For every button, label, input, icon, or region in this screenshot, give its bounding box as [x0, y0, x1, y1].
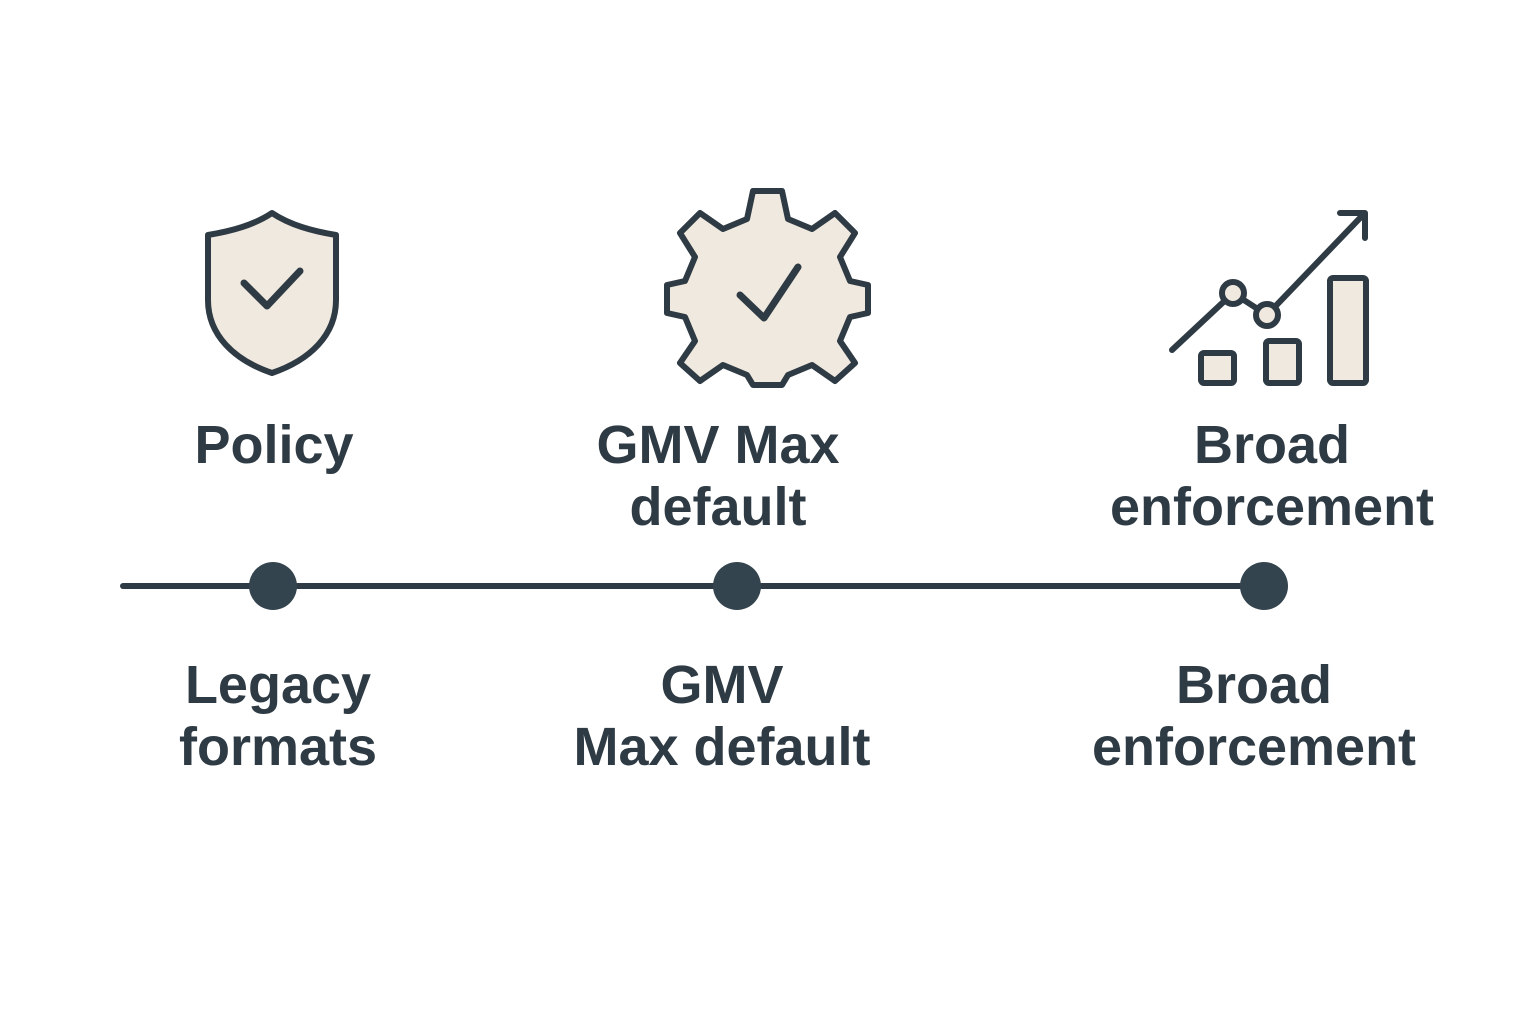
timeline-dot-3 [1240, 562, 1288, 610]
timeline-dot-1 [249, 562, 297, 610]
milestone-2-top-label: GMV Max default [596, 414, 839, 538]
top-label-line: Policy [194, 415, 354, 475]
milestone-1-bottom-label: Legacy formats [179, 654, 377, 778]
bottom-label-line: formats [178, 717, 378, 777]
milestone-3-top-label: Broad enforcement [1110, 414, 1434, 538]
timeline-dot-2 [713, 562, 761, 610]
top-label-line: enforcement [1109, 477, 1435, 537]
bottom-label-line: GMV [660, 655, 784, 715]
bottom-label-line: enforcement [1091, 717, 1417, 777]
shield-check-icon [205, 210, 339, 376]
top-label-line: GMV Max [596, 415, 840, 475]
top-label-line: Broad [1193, 415, 1350, 475]
top-label-line: default [629, 477, 807, 537]
milestone-1-top-label: Policy [194, 414, 353, 476]
bottom-label-line: Max default [573, 717, 871, 777]
bottom-label-line: Broad [1175, 655, 1332, 715]
timeline-line [120, 583, 1264, 589]
bottom-label-line: Legacy [184, 655, 372, 715]
growth-chart-icon [1169, 210, 1369, 386]
milestone-3-bottom-label: Broad enforcement [1092, 654, 1416, 778]
gear-check-icon [664, 188, 871, 388]
milestone-2-bottom-label: GMV Max default [573, 654, 870, 778]
